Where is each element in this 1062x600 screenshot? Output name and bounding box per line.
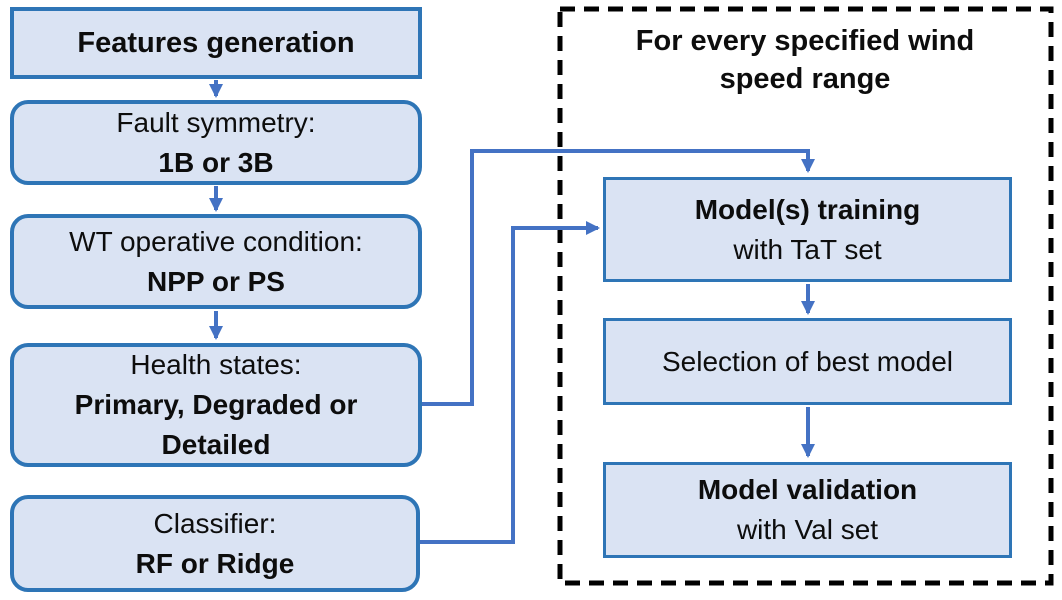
connector-health-to-training	[420, 149, 815, 406]
node-classifier: Classifier: RF or Ridge	[10, 495, 420, 592]
node-label-bold: RF or Ridge	[135, 547, 295, 579]
node-label: Health states:	[130, 349, 302, 380]
node-label: WT operative condition:	[69, 225, 363, 257]
right-panel-title-line1: For every specified wind	[635, 25, 975, 57]
node-label-bold: Detailed	[161, 429, 271, 460]
node-label-bold: Primary, Degraded or	[74, 389, 358, 420]
node-label-bold: Model(s) training	[694, 193, 921, 225]
node-fault-symmetry: Fault symmetry: 1B or 3B	[10, 100, 422, 185]
node-health-states: Health states: Primary, Degraded or Deta…	[10, 343, 422, 467]
right-panel-title: For every specified wind speed range	[570, 22, 1040, 98]
right-panel-title-line2: speed range	[719, 63, 891, 95]
node-label-bold: Model validation	[697, 474, 918, 505]
dashed-region-border	[557, 6, 1054, 586]
node-label-bold: NPP or PS	[147, 265, 285, 297]
node-selection-best-model: Selection of best model	[603, 318, 1012, 405]
node-features-generation: Features generation	[10, 7, 422, 79]
node-wt-operative-condition: WT operative condition: NPP or PS	[10, 214, 422, 309]
node-label: Classifier:	[153, 507, 277, 539]
connector-classifier-to-training	[420, 221, 600, 544]
node-label-bold: 1B or 3B	[158, 146, 274, 178]
node-model-training: Model(s) training with TaT set	[603, 177, 1012, 282]
node-label: with Val set	[736, 514, 879, 545]
node-label: with TaT set	[733, 233, 882, 265]
node-model-validation: Model validation with Val set	[603, 462, 1012, 558]
node-label: Selection of best model	[661, 345, 954, 377]
node-label: Features generation	[77, 27, 355, 59]
node-label: Fault symmetry:	[116, 106, 316, 138]
